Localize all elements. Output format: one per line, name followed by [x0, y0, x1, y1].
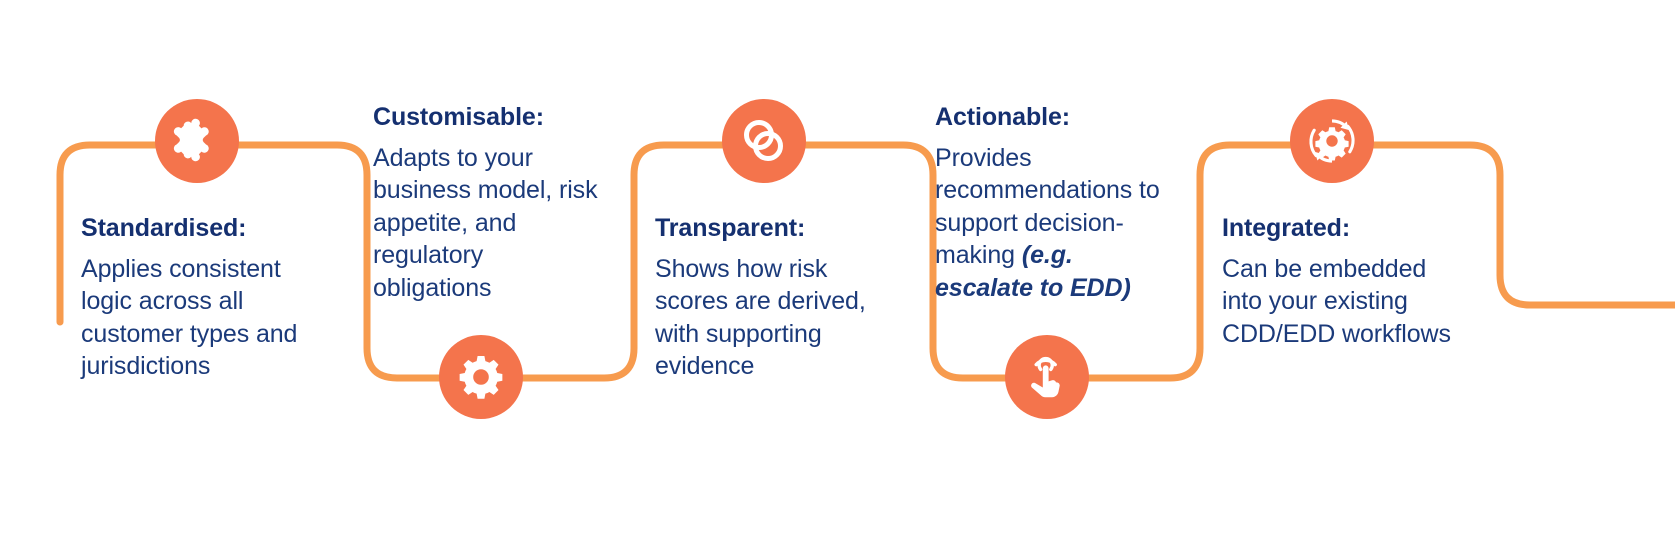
- puzzle-piece-icon: [155, 99, 239, 183]
- step-body: Adapts to your business model, risk appe…: [373, 143, 598, 302]
- step-text-block: Actionable: Provides recommendations to …: [935, 101, 1170, 304]
- step-heading: Integrated:: [1222, 214, 1351, 242]
- step-text-block: Transparent: Shows how risk scores are d…: [655, 212, 870, 383]
- step-text-block: Integrated: Can be embedded into your ex…: [1222, 212, 1452, 350]
- step-body: Provides recommendations to support deci…: [935, 142, 1170, 305]
- step-heading: Actionable:: [935, 103, 1071, 131]
- step-text-block: Customisable: Adapts to your business mo…: [373, 101, 608, 304]
- step-body: Can be embedded into your existing CDD/E…: [1222, 254, 1451, 348]
- overlapping-circles-icon: [722, 99, 806, 183]
- step-body: Shows how risk scores are derived, with …: [655, 254, 866, 381]
- hand-tap-icon: [1005, 335, 1089, 419]
- step-body-italic: (e.g. escalate to EDD): [935, 241, 1131, 302]
- step-body: Applies consistent logic across all cust…: [81, 254, 298, 381]
- step-body-plain: Provides recommendations to support deci…: [935, 143, 1160, 270]
- gear-refresh-icon: [1290, 99, 1374, 183]
- gear-icon: [439, 335, 523, 419]
- step-heading: Standardised:: [81, 214, 247, 242]
- step-heading: Customisable:: [373, 103, 544, 131]
- step-text-block: Standardised: Applies consistent logic a…: [81, 212, 336, 383]
- step-heading: Transparent:: [655, 214, 806, 242]
